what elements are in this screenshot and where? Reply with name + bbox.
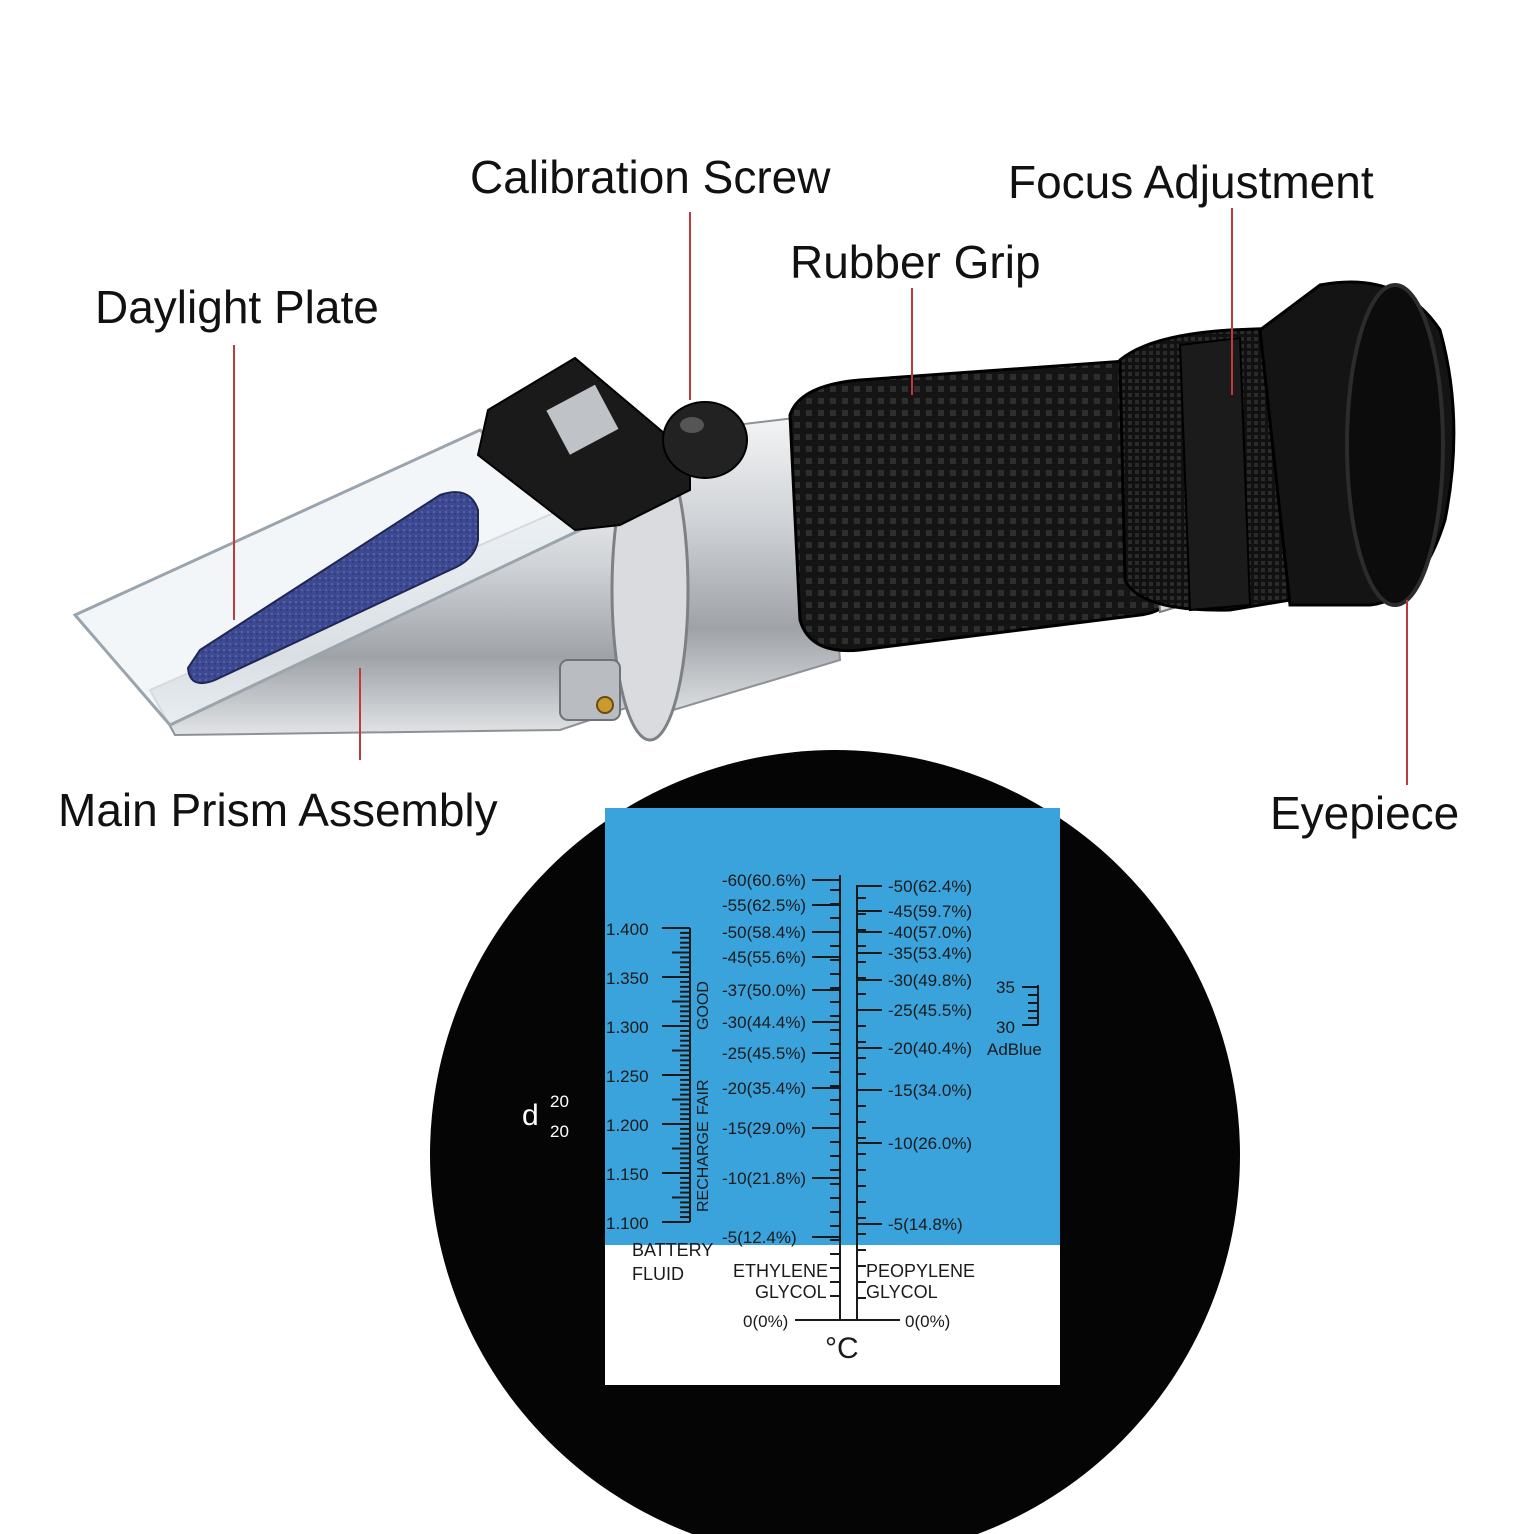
unit-celsius: °C xyxy=(825,1332,859,1365)
label-daylight-plate: Daylight Plate xyxy=(95,281,379,333)
label-eyepiece: Eyepiece xyxy=(1270,787,1459,839)
propylene-tick-label: -30(49.8%) xyxy=(888,971,972,990)
propylene-tick-label: -35(53.4%) xyxy=(888,944,972,963)
battery-labels: 1.400 1.350 1.300 1.250 1.200 1.150 1.100 xyxy=(606,920,649,1233)
density-sub: 20 xyxy=(550,1122,569,1141)
propylene-tick-label: -10(26.0%) xyxy=(888,1134,972,1153)
propylene-name-1: PEOPYLENE xyxy=(866,1261,975,1281)
callout-labels: Calibration Screw Focus Adjustment Rubbe… xyxy=(58,151,1459,839)
eyepiece-view: d 20 20 1.4001.3501.3001.2501.2001.1501.… xyxy=(430,750,1240,1534)
label-main-prism-assembly: Main Prism Assembly xyxy=(58,784,498,836)
battery-tick-label: 1.250 xyxy=(606,1067,649,1086)
ethylene-labels: -60(60.6%) -55(62.5%) -50(58.4%) -45(55.6%)… xyxy=(722,871,806,1247)
battery-tick-label: 1.100 xyxy=(606,1214,649,1233)
ethylene-tick-label: -45(55.6%) xyxy=(722,948,806,967)
propylene-tick-label: -5(14.8%) xyxy=(888,1215,963,1234)
battery-tick-label: 1.300 xyxy=(606,1018,649,1037)
glycol-axes xyxy=(795,875,900,1321)
propylene-tick-label: -15(34.0%) xyxy=(888,1081,972,1100)
density-sup: 20 xyxy=(550,1092,569,1111)
battery-tick-label: 1.400 xyxy=(606,920,649,939)
leader-lines xyxy=(233,208,1408,785)
ethylene-tick-label: -15(29.0%) xyxy=(722,1119,806,1138)
propylene-zero: 0(0%) xyxy=(905,1312,950,1331)
adblue-name: AdBlue xyxy=(987,1040,1042,1059)
ethylene-tick-label: -37(50.0%) xyxy=(722,981,806,1000)
adblue-top: 35 xyxy=(996,978,1015,997)
label-rubber-grip: Rubber Grip xyxy=(790,236,1041,288)
label-focus-adjustment: Focus Adjustment xyxy=(1008,156,1374,208)
battery-name-1: BATTERY xyxy=(632,1240,713,1260)
propylene-tick-label: -20(40.4%) xyxy=(888,1039,972,1058)
hinge-slot xyxy=(546,384,619,455)
ethylene-tick-label: -25(45.5%) xyxy=(722,1044,806,1063)
refractometer-illustration xyxy=(72,280,1456,742)
focus-ring-band xyxy=(1178,336,1252,612)
propylene-name-2: GLYCOL xyxy=(866,1282,938,1302)
adblue-scale xyxy=(1022,985,1039,1026)
battery-name-2: FLUID xyxy=(632,1264,684,1284)
ethylene-tick-label: -5(12.4%) xyxy=(722,1228,797,1247)
ethylene-tick-label: -30(44.4%) xyxy=(722,1013,806,1032)
battery-recharge: RECHARGE xyxy=(695,1121,712,1212)
propylene-tick-label: -45(59.7%) xyxy=(888,902,972,921)
calibration-screw-knob xyxy=(662,401,748,479)
propylene-tick-label: -25(45.5%) xyxy=(888,1001,972,1020)
ethylene-zero: 0(0%) xyxy=(743,1312,788,1331)
propylene-tick-label: -40(57.0%) xyxy=(888,923,972,942)
label-calibration-screw: Calibration Screw xyxy=(470,151,831,203)
battery-tick-label: 1.150 xyxy=(606,1165,649,1184)
calibration-screw-highlight xyxy=(680,417,704,433)
ethylene-name-2: GLYCOL xyxy=(755,1282,827,1302)
battery-fair: FAIR xyxy=(695,1079,712,1115)
ethylene-tick-label: -60(60.6%) xyxy=(722,871,806,890)
density-symbol: d xyxy=(522,1099,539,1132)
daylight-plate xyxy=(186,491,479,684)
propylene-tick-label: -50(62.4%) xyxy=(888,877,972,896)
battery-good: GOOD xyxy=(695,981,712,1030)
battery-scale xyxy=(662,927,691,1223)
ethylene-tick-label: -10(21.8%) xyxy=(722,1169,806,1188)
battery-tick-label: 1.200 xyxy=(606,1116,649,1135)
ethylene-tick-label: -50(58.4%) xyxy=(722,923,806,942)
ethylene-tick-label: -55(62.5%) xyxy=(722,896,806,915)
battery-tick-label: 1.350 xyxy=(606,969,649,988)
eyepiece-rim xyxy=(1345,283,1445,607)
ethylene-tick-label: -20(35.4%) xyxy=(722,1079,806,1098)
adblue-bottom: 30 xyxy=(996,1018,1015,1037)
propylene-labels: -50(62.4%) -45(59.7%) -40(57.0%) -35(53.4%)… xyxy=(888,877,972,1234)
clamp-screw xyxy=(596,696,614,714)
ethylene-name-1: ETHYLENE xyxy=(733,1261,828,1281)
